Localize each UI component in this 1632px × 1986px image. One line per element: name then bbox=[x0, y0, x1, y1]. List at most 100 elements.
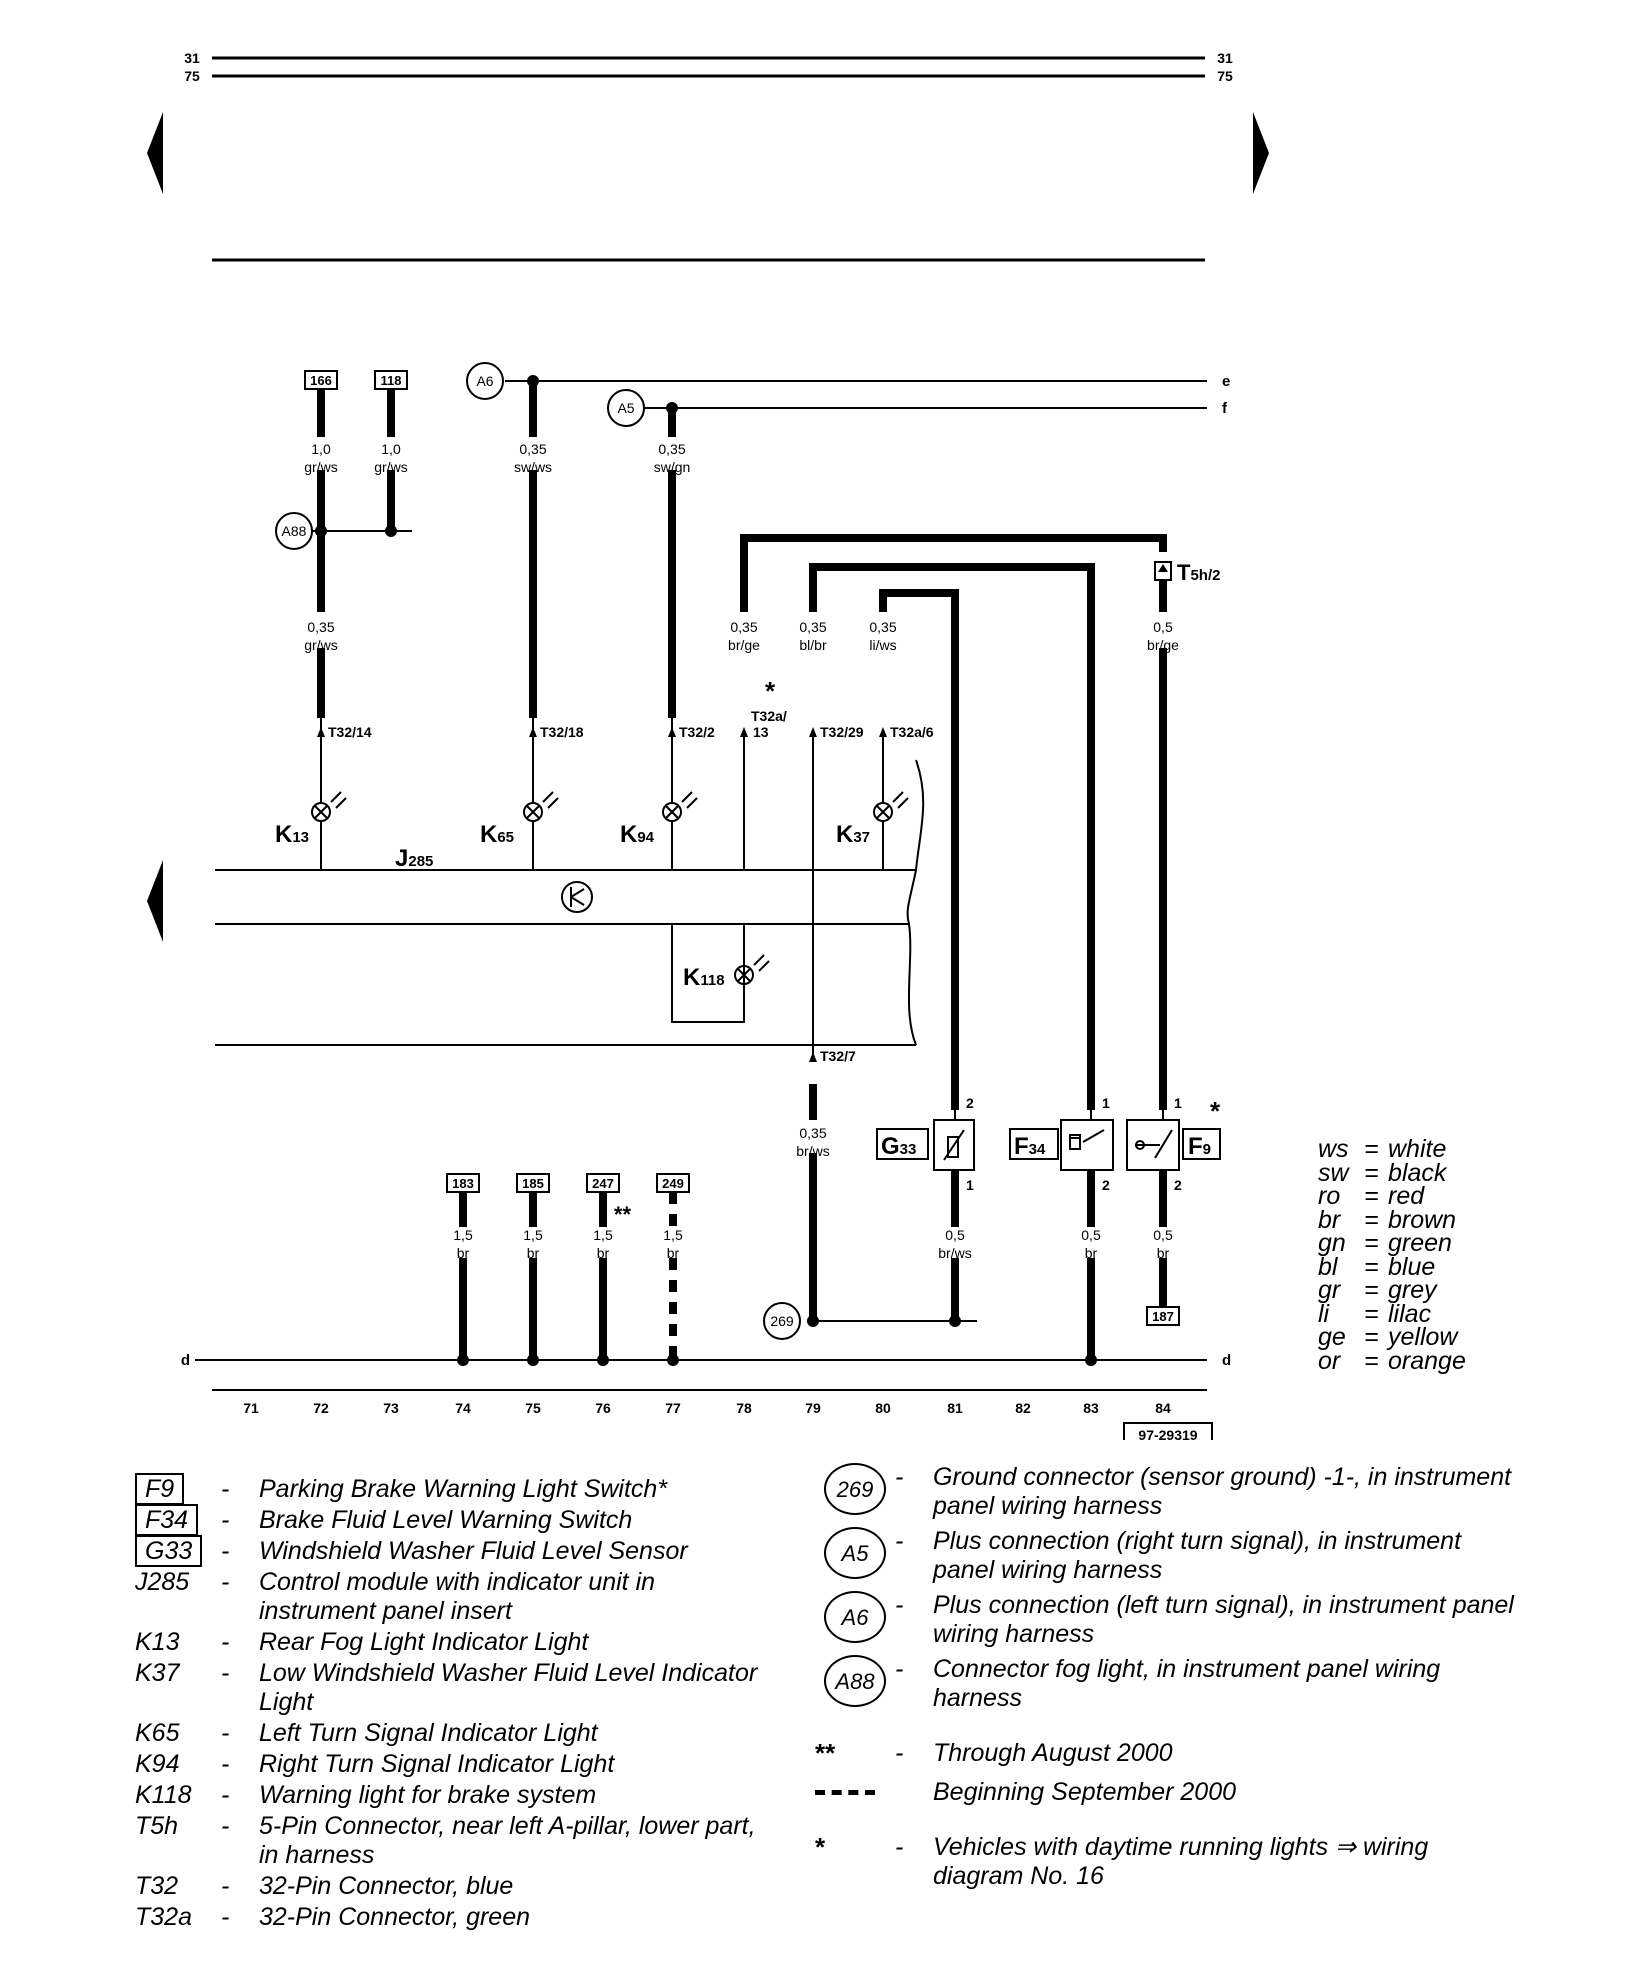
pin-t32-18: T32/18 bbox=[540, 724, 584, 740]
f9-label: F9 bbox=[1188, 1133, 1211, 1160]
wire-size-11: 0,5 bbox=[945, 1227, 965, 1243]
legend-item: J285-Control module with indicator unit … bbox=[135, 1568, 775, 1626]
legend-dash: - bbox=[221, 1750, 230, 1778]
ground-connector-269 bbox=[763, 1302, 801, 1340]
connector-symbol: A88 bbox=[824, 1655, 886, 1707]
wire-color-4: sw/gn bbox=[654, 459, 691, 475]
prev-page-arrow-icon[interactable] bbox=[147, 112, 163, 194]
connector-legend-item: A6-Plus connection (left turn signal), i… bbox=[815, 1591, 1515, 1649]
legend-item: K37-Low Windshield Washer Fluid Level In… bbox=[135, 1659, 775, 1717]
legend-item: T32-32-Pin Connector, blue bbox=[135, 1872, 775, 1901]
equals-sign: = bbox=[1364, 1205, 1379, 1234]
ground-wire-color-1: br bbox=[457, 1245, 470, 1261]
color-key-row: li=lilac bbox=[1318, 1301, 1466, 1327]
equals-sign: = bbox=[1364, 1323, 1379, 1351]
connector-a5-label: A5 bbox=[617, 400, 634, 416]
wire-size-10: 0,35 bbox=[799, 1125, 826, 1141]
legend-text: Right Turn Signal Indicator Light bbox=[259, 1750, 615, 1778]
pin-t32-7: T32/7 bbox=[820, 1048, 856, 1064]
ref-box-249: 249 bbox=[662, 1176, 684, 1191]
wiring-diagram: 31 75 31 75 e f A6 A5 A88 269 166 118 bbox=[147, 50, 1269, 1440]
legend-code: K94 bbox=[135, 1750, 180, 1778]
wire-size-4: 0,35 bbox=[658, 441, 685, 457]
legend-dash: - bbox=[221, 1475, 230, 1503]
wire-size-5: 0,35 bbox=[307, 619, 334, 635]
legend-text: Connector fog light, in instrument panel… bbox=[933, 1655, 1441, 1712]
legend-text: 5-Pin Connector, near left A-pillar, low… bbox=[259, 1812, 756, 1869]
color-abbr: ro bbox=[1318, 1182, 1341, 1210]
note-symbol: ** bbox=[815, 1738, 836, 1768]
pin-t32-29: T32/29 bbox=[820, 724, 864, 740]
legend-dash: - bbox=[895, 1591, 904, 1619]
color-abbr: bl bbox=[1318, 1252, 1338, 1281]
ref-box-183: 183 bbox=[452, 1176, 474, 1191]
wire-size-8: 0,35 bbox=[869, 619, 896, 635]
wire-color-6: br/ge bbox=[728, 637, 760, 653]
ground-wire-size-2: 1,5 bbox=[523, 1227, 543, 1243]
track-number-76: 76 bbox=[595, 1400, 611, 1416]
pin-t32-14: T32/14 bbox=[328, 724, 372, 740]
legend-dash: - bbox=[895, 1463, 904, 1491]
pin-t32-2: T32/2 bbox=[679, 724, 715, 740]
wire-size-9: 0,5 bbox=[1153, 619, 1173, 635]
legend-item: G33-Windshield Washer Fluid Level Sensor bbox=[135, 1535, 775, 1567]
wire-size-1: 1,0 bbox=[311, 441, 331, 457]
j285-label: J285 bbox=[395, 845, 433, 872]
connector-t5h-label: T5h/2 bbox=[1177, 560, 1220, 585]
page-ref-right-75: 75 bbox=[1217, 68, 1233, 84]
color-key-row: ge=yellow bbox=[1318, 1323, 1466, 1351]
legend-text: Plus connection (right turn signal), in … bbox=[933, 1527, 1462, 1584]
bus-label-f: f bbox=[1222, 400, 1228, 417]
next-page-arrow-icon[interactable] bbox=[1253, 112, 1269, 194]
color-key-row: br=brown bbox=[1318, 1205, 1466, 1234]
legend-dash: - bbox=[221, 1872, 230, 1900]
legend-dash: - bbox=[221, 1812, 230, 1840]
ground-wire-size-1: 1,5 bbox=[453, 1227, 473, 1243]
legend-text: Rear Fog Light Indicator Light bbox=[259, 1628, 589, 1656]
transistor-icon bbox=[561, 881, 593, 913]
connector-legend-item: 269-Ground connector (sensor ground) -1-… bbox=[815, 1463, 1515, 1521]
bus-label-d-right: d bbox=[1222, 1352, 1231, 1369]
wire-color-13: br bbox=[1157, 1245, 1170, 1261]
ground-wire-size-3: 1,5 bbox=[593, 1227, 613, 1243]
wire-color-12: br bbox=[1085, 1245, 1098, 1261]
legend-item: K13 - Rear Fog Light Indicator Light bbox=[135, 1628, 775, 1657]
legend-dash: - bbox=[221, 1628, 230, 1656]
legend-text: Ground connector (sensor ground) -1-, in… bbox=[933, 1463, 1512, 1520]
wire-size-13: 0,5 bbox=[1153, 1227, 1173, 1243]
pin-g33-1: 1 bbox=[966, 1177, 974, 1193]
pin-g33-2: 2 bbox=[966, 1095, 974, 1111]
legend-item: F34-Brake Fluid Level Warning Switch bbox=[135, 1504, 775, 1536]
color-abbr: ws bbox=[1318, 1135, 1349, 1163]
legend-text: Plus connection (left turn signal), in i… bbox=[933, 1591, 1514, 1648]
pin-t32a-13b: 13 bbox=[753, 724, 769, 740]
color-name: red bbox=[1388, 1182, 1425, 1210]
color-name: green bbox=[1388, 1229, 1452, 1257]
wire-size-2: 1,0 bbox=[381, 441, 401, 457]
track-number-78: 78 bbox=[736, 1400, 752, 1416]
note-item: **-Through August 2000 bbox=[815, 1739, 1515, 1768]
legend-text: 32-Pin Connector, blue bbox=[259, 1872, 514, 1900]
legend-code: K13 bbox=[135, 1628, 180, 1656]
track-number-83: 83 bbox=[1083, 1400, 1099, 1416]
continue-left-arrow-icon[interactable] bbox=[147, 860, 163, 942]
equals-sign: = bbox=[1364, 1252, 1379, 1281]
legend-text: Parking Brake Warning Light Switch* bbox=[259, 1475, 668, 1503]
control-module-j285 bbox=[215, 759, 925, 1046]
legend-code: G33 bbox=[135, 1535, 221, 1567]
note-text: Through August 2000 bbox=[933, 1739, 1173, 1767]
page-ref-left-31: 31 bbox=[184, 50, 200, 66]
legend-code: T32a bbox=[135, 1903, 192, 1931]
legend-dash: - bbox=[221, 1903, 230, 1931]
ref-box-185: 185 bbox=[522, 1176, 544, 1191]
legend-code: K118 bbox=[135, 1781, 192, 1809]
color-name: brown bbox=[1388, 1205, 1457, 1234]
wire-size-6: 0,35 bbox=[730, 619, 757, 635]
bus-label-d-left: d bbox=[181, 1352, 190, 1369]
diagram-id: 97-29319 bbox=[1138, 1427, 1197, 1440]
color-name: white bbox=[1388, 1135, 1447, 1163]
ground-wire-color-2: br bbox=[527, 1245, 540, 1261]
track-number-79: 79 bbox=[805, 1400, 821, 1416]
legend-code: K65 bbox=[135, 1719, 180, 1747]
